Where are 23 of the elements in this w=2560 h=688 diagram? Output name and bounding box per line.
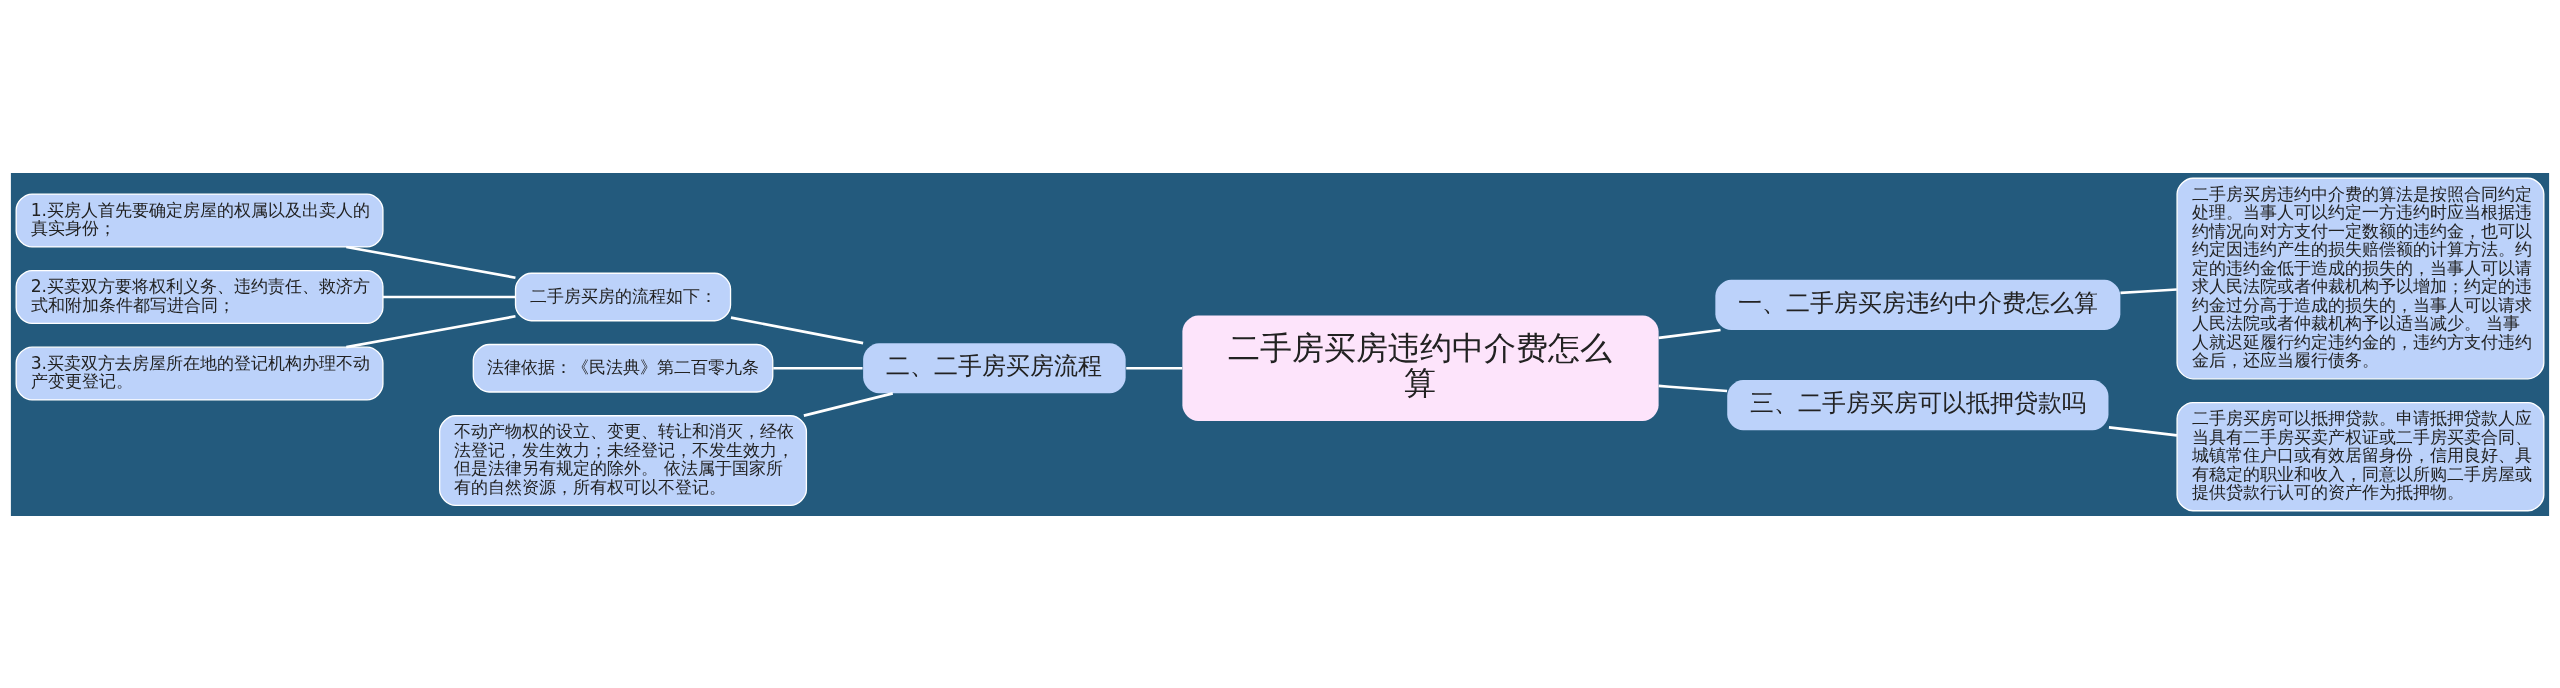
- connector: [346, 245, 516, 279]
- node-box: 法律依据：《民法典》第二百零九条: [472, 343, 774, 393]
- node-box: 不动产物权的设立、变更、转让和消灭，经依法登记，发生效力；未经登记，不发生效力，但是法律另有规定的除外。 依法属于国家所有的自然资源，所有权可以不登记。: [439, 414, 808, 506]
- connector: [773, 366, 863, 370]
- connector: [346, 314, 516, 348]
- node-box: 二手房买房的流程如下：: [514, 272, 732, 321]
- node-box: 3.买卖双方去房屋所在地的登记机构办理不动产变更登记。: [15, 345, 384, 401]
- connector: [730, 315, 864, 344]
- connector: [803, 391, 894, 417]
- node-box: 1.买房人首先要确定房屋的权属以及出卖人的真实身份；: [15, 192, 384, 248]
- node-box: 2.买卖双方要将权利义务、违约责任、救济方式和附加条件都写进合同；: [15, 269, 384, 324]
- connector: [2120, 287, 2177, 294]
- node-box: 二手房买房可以抵押贷款。申请抵押贷款人应当具有二手房买卖产权证或二手房买卖合同、城镇常住户口或有效居留身份，信用良好、具有稳定的职业和收入，同意以所购二手房屋或提供贷款行认可的资产作为抵押物。: [2176, 401, 2545, 511]
- connector: [2108, 425, 2178, 437]
- node-box: 二手房买房违约中介费的算法是按照合同约定处理。当事人可以约定一方违约时应当根据违约情况向对方支付一定数额的违约金，也可以约定因违约产生的损失赔偿额的计算方法。约定的违约金低于造成的损失的，当事人可以请求人民法院或者仲裁机构予以增加；约定的违约金过分高于造成的损失的，当事人可以请求人民法院或者仲裁机构予以适当减少。 当事人就迟延履行约定违约金的，违约方支付违约金后，还应当履行债务。: [2176, 177, 2545, 379]
- connector: [1658, 384, 1728, 392]
- connector: [1126, 366, 1183, 370]
- node-box: 二、二手房买房流程: [863, 342, 1126, 393]
- node-box: 三、二手房买房可以抵押贷款吗: [1727, 379, 2109, 430]
- node-box: 一、二手房买房违约中介费怎么算: [1715, 279, 2121, 330]
- node-box: 二手房买房违约中介费怎么算: [1182, 315, 1659, 421]
- connector: [1658, 328, 1721, 339]
- connector: [383, 295, 516, 298]
